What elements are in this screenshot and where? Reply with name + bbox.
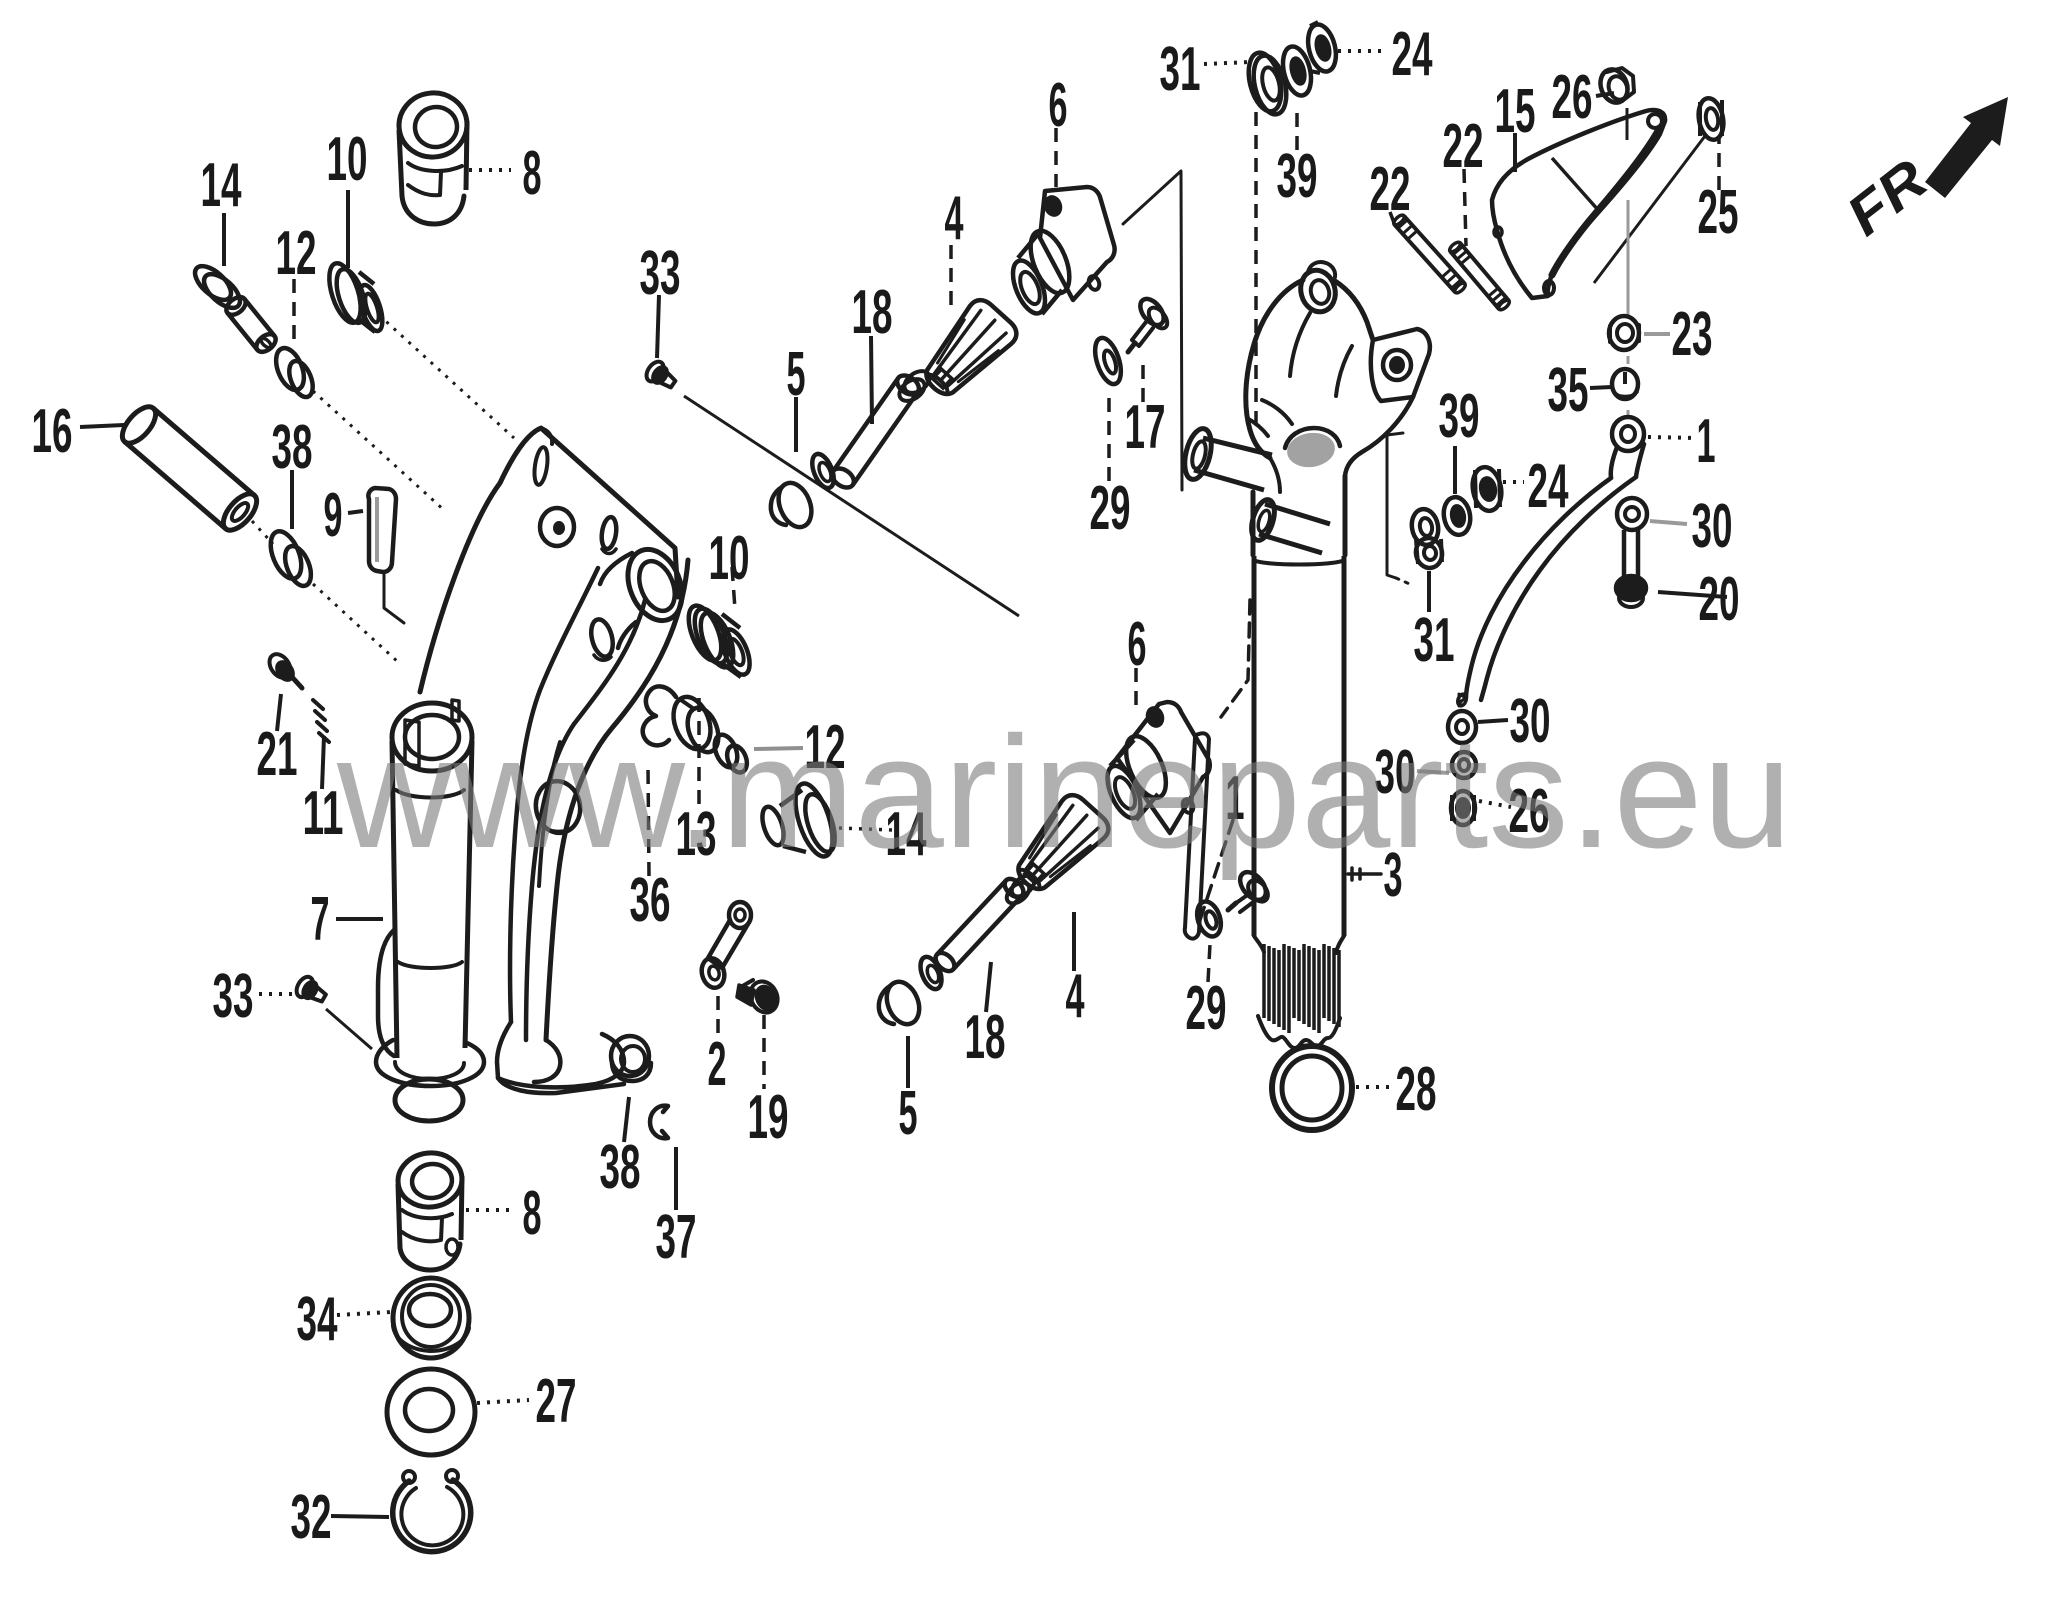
svg-text:32: 32 <box>291 1483 332 1552</box>
svg-text:27: 27 <box>536 1367 577 1436</box>
svg-text:26: 26 <box>1509 777 1550 846</box>
svg-text:30: 30 <box>1510 687 1551 756</box>
svg-text:4: 4 <box>1066 962 1085 1031</box>
svg-text:21: 21 <box>257 720 298 789</box>
svg-text:25: 25 <box>1698 178 1739 247</box>
svg-text:31: 31 <box>1414 606 1455 675</box>
svg-text:9: 9 <box>324 481 343 550</box>
svg-text:30: 30 <box>1692 492 1733 561</box>
svg-text:37: 37 <box>656 1203 697 1272</box>
svg-text:3: 3 <box>1384 841 1403 910</box>
svg-text:36: 36 <box>630 866 671 935</box>
svg-text:38: 38 <box>272 413 313 482</box>
svg-text:1: 1 <box>1226 764 1245 833</box>
svg-text:8: 8 <box>523 139 542 208</box>
svg-text:www.marineparts.eu: www.marineparts.eu <box>336 703 1792 881</box>
svg-text:29: 29 <box>1090 474 1131 543</box>
svg-text:13: 13 <box>676 800 717 869</box>
svg-text:12: 12 <box>805 713 846 782</box>
svg-text:22: 22 <box>1443 112 1484 181</box>
svg-text:34: 34 <box>297 1285 338 1354</box>
svg-text:18: 18 <box>965 1003 1006 1072</box>
svg-text:17: 17 <box>1125 393 1166 462</box>
svg-text:5: 5 <box>787 340 806 409</box>
svg-text:1: 1 <box>1697 407 1716 476</box>
svg-text:10: 10 <box>327 125 368 194</box>
svg-text:7: 7 <box>311 885 330 954</box>
svg-text:14: 14 <box>201 151 242 220</box>
svg-text:16: 16 <box>32 397 73 466</box>
svg-text:33: 33 <box>213 962 254 1031</box>
svg-text:35: 35 <box>1548 356 1589 425</box>
svg-text:24: 24 <box>1528 452 1569 521</box>
svg-text:4: 4 <box>945 184 964 253</box>
svg-text:31: 31 <box>1160 35 1201 104</box>
svg-text:39: 39 <box>1439 382 1480 451</box>
svg-text:23: 23 <box>1672 300 1713 369</box>
svg-text:14: 14 <box>886 800 927 869</box>
svg-text:33: 33 <box>640 239 681 308</box>
svg-text:5: 5 <box>899 1079 918 1148</box>
svg-text:2: 2 <box>708 1030 727 1099</box>
svg-text:19: 19 <box>748 1083 789 1152</box>
svg-text:30: 30 <box>1375 738 1416 807</box>
svg-text:28: 28 <box>1396 1055 1437 1124</box>
svg-text:20: 20 <box>1699 565 1740 634</box>
svg-text:24: 24 <box>1392 20 1433 89</box>
svg-text:38: 38 <box>600 1133 641 1202</box>
svg-text:11: 11 <box>303 779 344 848</box>
svg-text:10: 10 <box>709 524 750 593</box>
svg-text:18: 18 <box>852 278 893 347</box>
svg-text:29: 29 <box>1186 974 1227 1043</box>
svg-text:15: 15 <box>1495 77 1536 146</box>
svg-text:26: 26 <box>1552 63 1593 132</box>
svg-text:6: 6 <box>1049 71 1068 140</box>
svg-text:6: 6 <box>1128 610 1147 679</box>
svg-text:8: 8 <box>523 1179 542 1248</box>
svg-text:39: 39 <box>1277 142 1318 211</box>
svg-text:12: 12 <box>276 219 317 288</box>
svg-text:22: 22 <box>1370 155 1411 224</box>
